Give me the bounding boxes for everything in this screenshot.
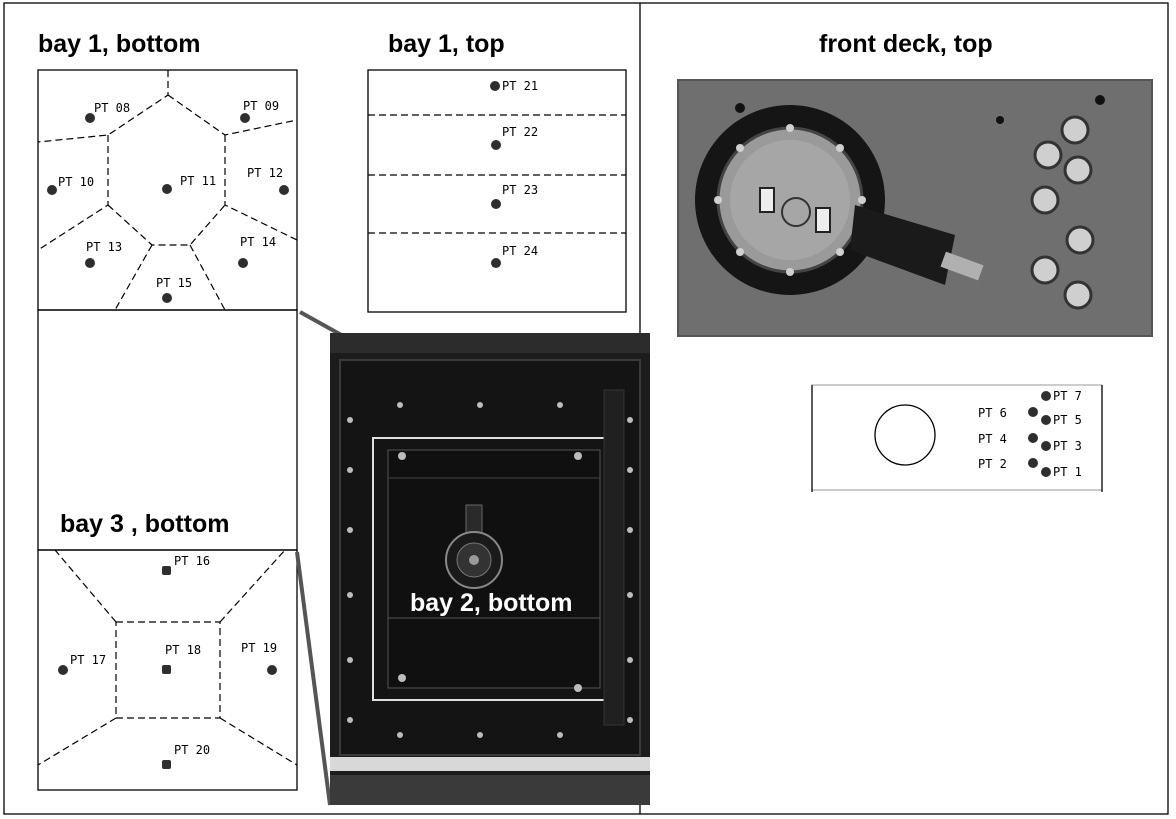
sensor-label: PT 24 (502, 244, 538, 258)
sensor-label: PT 21 (502, 79, 538, 93)
sensor-label: PT 23 (502, 183, 538, 197)
bay1-bottom-sensors: PT 08 PT 09 PT 10 PT 11 PT 12 PT 13 PT 1… (47, 99, 289, 303)
sensor-dot (1041, 467, 1051, 477)
sensor-dot (1041, 415, 1051, 425)
sensor-label: PT 12 (247, 166, 283, 180)
sensor-dot (85, 258, 95, 268)
sensor-dot (162, 760, 171, 769)
sensor-label: PT 11 (180, 174, 216, 188)
bay3-bottom-partitions (37, 549, 298, 766)
sensor-dot (162, 184, 172, 194)
bay3-bottom-sensors: PT 16 PT 17 PT 18 PT 19 PT 20 (58, 554, 277, 769)
front-deck-photo (677, 79, 1153, 337)
sensor-dot (162, 566, 171, 575)
sensor-dot (1041, 391, 1051, 401)
front-deck-diagram: PT 7 PT 6 PT 5 PT 4 PT 3 PT 2 PT 1 (811, 384, 1103, 492)
sensor-dot (491, 199, 501, 209)
sensor-label: PT 09 (243, 99, 279, 113)
sensor-label: PT 19 (241, 641, 277, 655)
sensor-dot (238, 258, 248, 268)
deck-opening (874, 404, 936, 466)
sensor-label: PT 5 (1053, 413, 1082, 427)
bay3-bottom-outline (37, 549, 298, 791)
sensor-dot (85, 113, 95, 123)
sensor-label: PT 14 (240, 235, 276, 249)
sensor-label: PT 16 (174, 554, 210, 568)
sensor-dot (279, 185, 289, 195)
sensor-dot (1028, 407, 1038, 417)
sensor-label: PT 15 (156, 276, 192, 290)
sensor-dot (47, 185, 57, 195)
sensor-dot (162, 665, 171, 674)
bay1-bottom-title: bay 1, bottom (38, 30, 201, 58)
sensor-label: PT 10 (58, 175, 94, 189)
outer-frame (3, 2, 1169, 815)
sensor-dot (267, 665, 277, 675)
sensor-dot (491, 140, 501, 150)
bay2-bottom-title: bay 2, bottom (410, 589, 573, 617)
sensor-dot (58, 665, 68, 675)
sensor-dot (162, 293, 172, 303)
bay1-top-title: bay 1, top (388, 30, 505, 58)
sensor-label: PT 6 (978, 406, 1007, 420)
front-deck-title: front deck, top (819, 30, 993, 58)
sensor-dot (491, 258, 501, 268)
sensor-dot (1028, 433, 1038, 443)
sensor-label: PT 13 (86, 240, 122, 254)
sensor-dot (1028, 458, 1038, 468)
bay1-top-partitions (368, 114, 626, 234)
bay1-top-outline (367, 69, 627, 313)
bay1-bottom-partitions (37, 70, 298, 311)
sensor-label: PT 22 (502, 125, 538, 139)
callout-line (295, 551, 332, 806)
sensor-dot (1041, 441, 1051, 451)
sensor-label: PT 7 (1053, 389, 1082, 403)
sensor-label: PT 2 (978, 457, 1007, 471)
bay3-bottom-title: bay 3 , bottom (60, 510, 229, 538)
sensor-label: PT 4 (978, 432, 1007, 446)
sensor-dot (490, 81, 500, 91)
sensor-dot (240, 113, 250, 123)
sensor-label: PT 17 (70, 653, 106, 667)
bay1-top-sensors: PT 21 PT 22 PT 23 PT 24 (490, 79, 538, 268)
sensor-label: PT 1 (1053, 465, 1082, 479)
bay2-bottom-photo: bay 2, bottom (330, 333, 650, 805)
sensor-label: PT 18 (165, 643, 201, 657)
sensor-label: PT 08 (94, 101, 130, 115)
sensor-label: PT 3 (1053, 439, 1082, 453)
sensor-label: PT 20 (174, 743, 210, 757)
callout-line (299, 310, 346, 339)
